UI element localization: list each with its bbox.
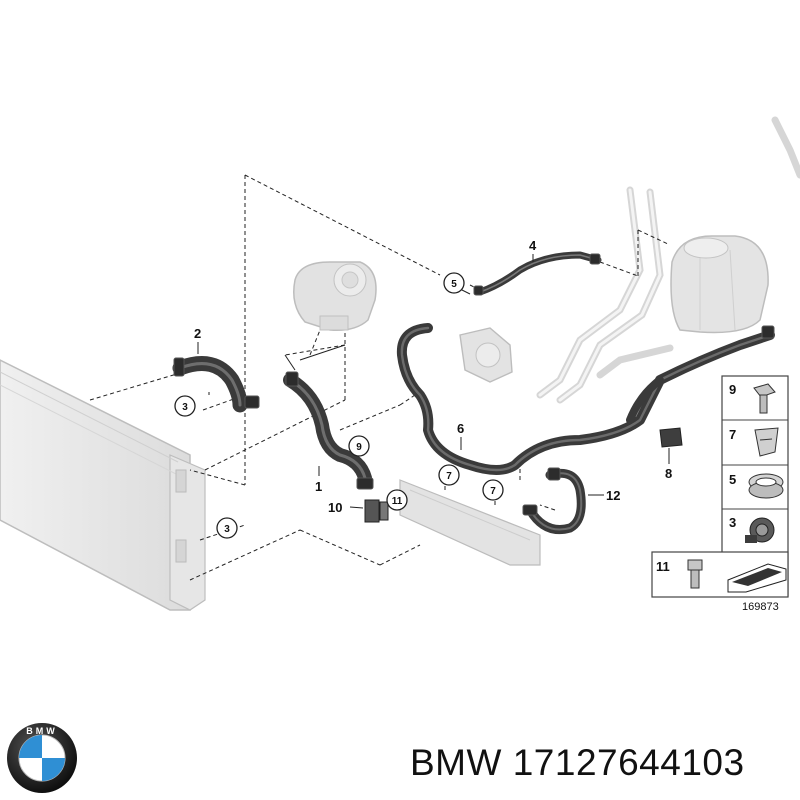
svg-text:11: 11 — [656, 559, 670, 574]
direction-arrow-icon — [727, 563, 787, 593]
callout-labels: 1 2 4 6 8 10 12 — [194, 238, 672, 515]
callout-3-lower: 3 — [224, 524, 230, 535]
callout-7-right: 7 — [490, 486, 496, 497]
clip-assembly — [364, 499, 389, 523]
hose-fittings — [173, 253, 775, 516]
callout-2: 2 — [194, 326, 201, 341]
svg-text:3: 3 — [729, 515, 736, 530]
svg-text:7: 7 — [729, 427, 736, 442]
callout-11: 11 — [392, 496, 403, 507]
legend-item-quick-connector: 3 — [729, 515, 775, 543]
hose-bracket — [399, 479, 541, 566]
svg-text:BMW: BMW — [26, 726, 58, 736]
callout-8: 8 — [665, 466, 672, 481]
legend-item-bolt: 9 — [729, 382, 776, 414]
callout-7-left: 7 — [446, 471, 452, 482]
callout-1: 1 — [315, 479, 322, 494]
radiator — [0, 359, 206, 611]
callout-9: 9 — [356, 442, 362, 453]
svg-text:5: 5 — [729, 472, 736, 487]
legend-item-clip: 7 — [729, 427, 779, 457]
diagram-number: 169873 — [742, 601, 779, 613]
brand-name: BMW — [410, 742, 502, 783]
bracket-8 — [659, 427, 683, 448]
callout-6: 6 — [457, 421, 464, 436]
circled-callouts: 3 3 5 7 7 9 11 — [174, 272, 504, 539]
callout-3-upper: 3 — [182, 402, 188, 413]
svg-text:9: 9 — [729, 382, 736, 397]
parts-legend: 9 7 5 3 11 169873 — [651, 375, 789, 613]
callout-4: 4 — [529, 238, 537, 253]
legend-item-hose-clamp: 5 — [729, 472, 784, 499]
part-number: 17127644103 — [512, 742, 745, 783]
thermostat-housing — [293, 261, 377, 332]
hoses — [172, 251, 775, 534]
legend-item-screw: 11 — [656, 559, 703, 589]
callout-12: 12 — [606, 488, 620, 503]
callout-10: 10 — [328, 500, 342, 515]
expansion-tank — [670, 235, 769, 334]
part-title: BMW 17127644103 — [410, 742, 745, 784]
coolant-junction — [459, 327, 513, 383]
bmw-logo: BMW — [7, 723, 77, 793]
connection-lines — [89, 174, 669, 581]
callout-5: 5 — [451, 279, 457, 290]
